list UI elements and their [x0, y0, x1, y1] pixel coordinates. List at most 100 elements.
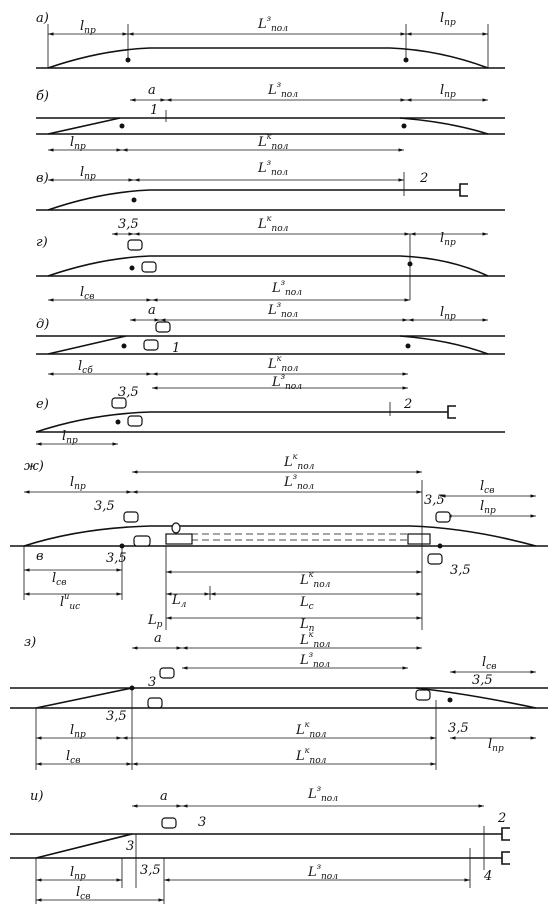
crossover	[399, 335, 489, 355]
label-l-pr-right: lпр	[440, 83, 456, 100]
panel-label-g: г)	[36, 235, 48, 250]
panel-label-zh: ж)	[24, 459, 44, 474]
label-l-pr-right: lпр	[480, 499, 496, 516]
siding-track	[23, 525, 537, 547]
siding-track	[47, 255, 489, 277]
label-1: 1	[150, 103, 158, 118]
buffer-stop	[447, 405, 456, 419]
label-l-pr: lпр	[440, 231, 456, 248]
siding-track	[47, 47, 489, 69]
signal-icon	[161, 817, 177, 829]
label-L-pol-k: Lкпол	[257, 214, 289, 234]
label-L-pol-z: Lзпол	[299, 650, 330, 670]
label-L-c: Lс	[299, 595, 314, 612]
dead-end-track	[47, 189, 460, 211]
label-L-pol-z: Lзпол	[257, 14, 288, 34]
label-l-pr: lпр	[70, 723, 86, 740]
label-3-5: 3,5	[472, 673, 493, 688]
label-3: 3	[198, 815, 206, 830]
switch-track	[47, 117, 121, 135]
label-3-5: 3,5	[448, 721, 469, 736]
fouling-point-marker	[401, 123, 407, 129]
signal-icon	[111, 397, 127, 409]
signal-icon	[127, 415, 143, 427]
label-3-5: 3,5	[140, 863, 161, 878]
label-L-pol-k: Lкпол	[299, 570, 331, 590]
label-2: 2	[419, 171, 428, 186]
label-1: 1	[172, 341, 180, 356]
fouling-point-marker	[403, 57, 409, 63]
label-l-pr: lпр	[80, 19, 96, 36]
signal-icon	[133, 535, 151, 547]
label-a: а	[148, 303, 156, 318]
label-L-pol-k: Lкпол	[283, 452, 315, 472]
buffer-stop	[501, 851, 510, 865]
label-L-pol-k: Lкпол	[299, 630, 331, 650]
panel-b: б) а Lзпол lпр 1 lпр Lкпол	[36, 80, 505, 152]
signal-icon	[427, 553, 443, 565]
label-4: 4	[483, 869, 492, 884]
label-3-5: 3,5	[424, 493, 445, 508]
label-l-sb: lсб	[78, 359, 93, 376]
signal-icon	[155, 321, 171, 333]
label-L-pol-k: Lкпол	[257, 132, 289, 152]
signal-icon	[159, 667, 175, 679]
label-l-pr: lпр	[70, 475, 86, 492]
panel-label-d: д)	[36, 317, 49, 332]
label-3: 3	[126, 839, 134, 854]
label-3-5: 3,5	[118, 385, 139, 400]
fouling-point-marker	[131, 197, 137, 203]
panel-e: е) 3,5 2 lпр	[35, 385, 505, 446]
label-l-sv: lсв	[480, 479, 494, 496]
panel-zh: ж) Lкпол Lзпол lпр lсв lпр 3,5 3,5 в 3,5…	[10, 452, 548, 634]
label-v: в	[36, 549, 44, 564]
signal-icon	[415, 689, 431, 701]
signal-icon	[435, 511, 451, 523]
lamp-icon	[171, 522, 181, 534]
fouling-point-marker	[121, 343, 127, 349]
label-a: а	[148, 83, 156, 98]
fouling-point-marker	[119, 123, 125, 129]
fouling-point-marker	[447, 697, 453, 703]
panel-z: з) а Lкпол Lзпол lсв 3 3,5 3,5 3,5 lпр L…	[10, 630, 548, 770]
fouling-point-marker	[437, 543, 443, 549]
label-L-pol-k: Lкпол	[295, 720, 327, 740]
dead-end-track	[35, 411, 448, 433]
crossover	[415, 687, 537, 709]
label-l-pr-right: lпр	[488, 737, 504, 754]
signal-icon	[127, 239, 143, 251]
label-l-sv: lсв	[76, 885, 90, 902]
label-L-pol-k: Lкпол	[267, 354, 299, 374]
signal-icon	[143, 339, 159, 351]
label-3-5: 3,5	[106, 709, 127, 724]
label-L-p: Lр	[147, 613, 163, 630]
fouling-point-marker	[405, 343, 411, 349]
panel-d: д) а Lзпол lпр 1 lсб Lкпол Lзпол	[36, 300, 505, 392]
panel-i: и) а Lзпол 3 2 3 3,5 4 lпр Lзпол lсв	[10, 784, 510, 904]
signal-icon	[147, 697, 163, 709]
label-l-pr: lпр	[80, 165, 96, 182]
label-a: а	[160, 789, 168, 804]
label-l-is: lиис	[60, 592, 80, 612]
locomotive-icon	[165, 533, 193, 545]
label-l-pr: lпр	[70, 135, 86, 152]
panel-label-e: е)	[36, 397, 49, 412]
panel-label-z: з)	[24, 635, 36, 650]
label-L-pol-z: Lзпол	[257, 158, 288, 178]
label-L-pol-z: Lзпол	[267, 300, 298, 320]
label-l-pr: lпр	[62, 429, 78, 446]
label-3-5: 3,5	[106, 551, 127, 566]
label-l-pr: lпр	[440, 305, 456, 322]
label-L-pol-z: Lзпол	[283, 472, 314, 492]
signal-icon	[123, 511, 139, 523]
label-l-sv: lсв	[80, 285, 94, 302]
label-3-5: 3,5	[450, 563, 471, 578]
label-3-5: 3,5	[94, 499, 115, 514]
fouling-point-marker	[129, 265, 135, 271]
signal-icon	[141, 261, 157, 273]
label-L-pol-z: Lзпол	[267, 80, 298, 100]
crossover	[399, 117, 489, 135]
label-a: а	[154, 631, 162, 646]
label-3-5: 3,5	[118, 217, 139, 232]
